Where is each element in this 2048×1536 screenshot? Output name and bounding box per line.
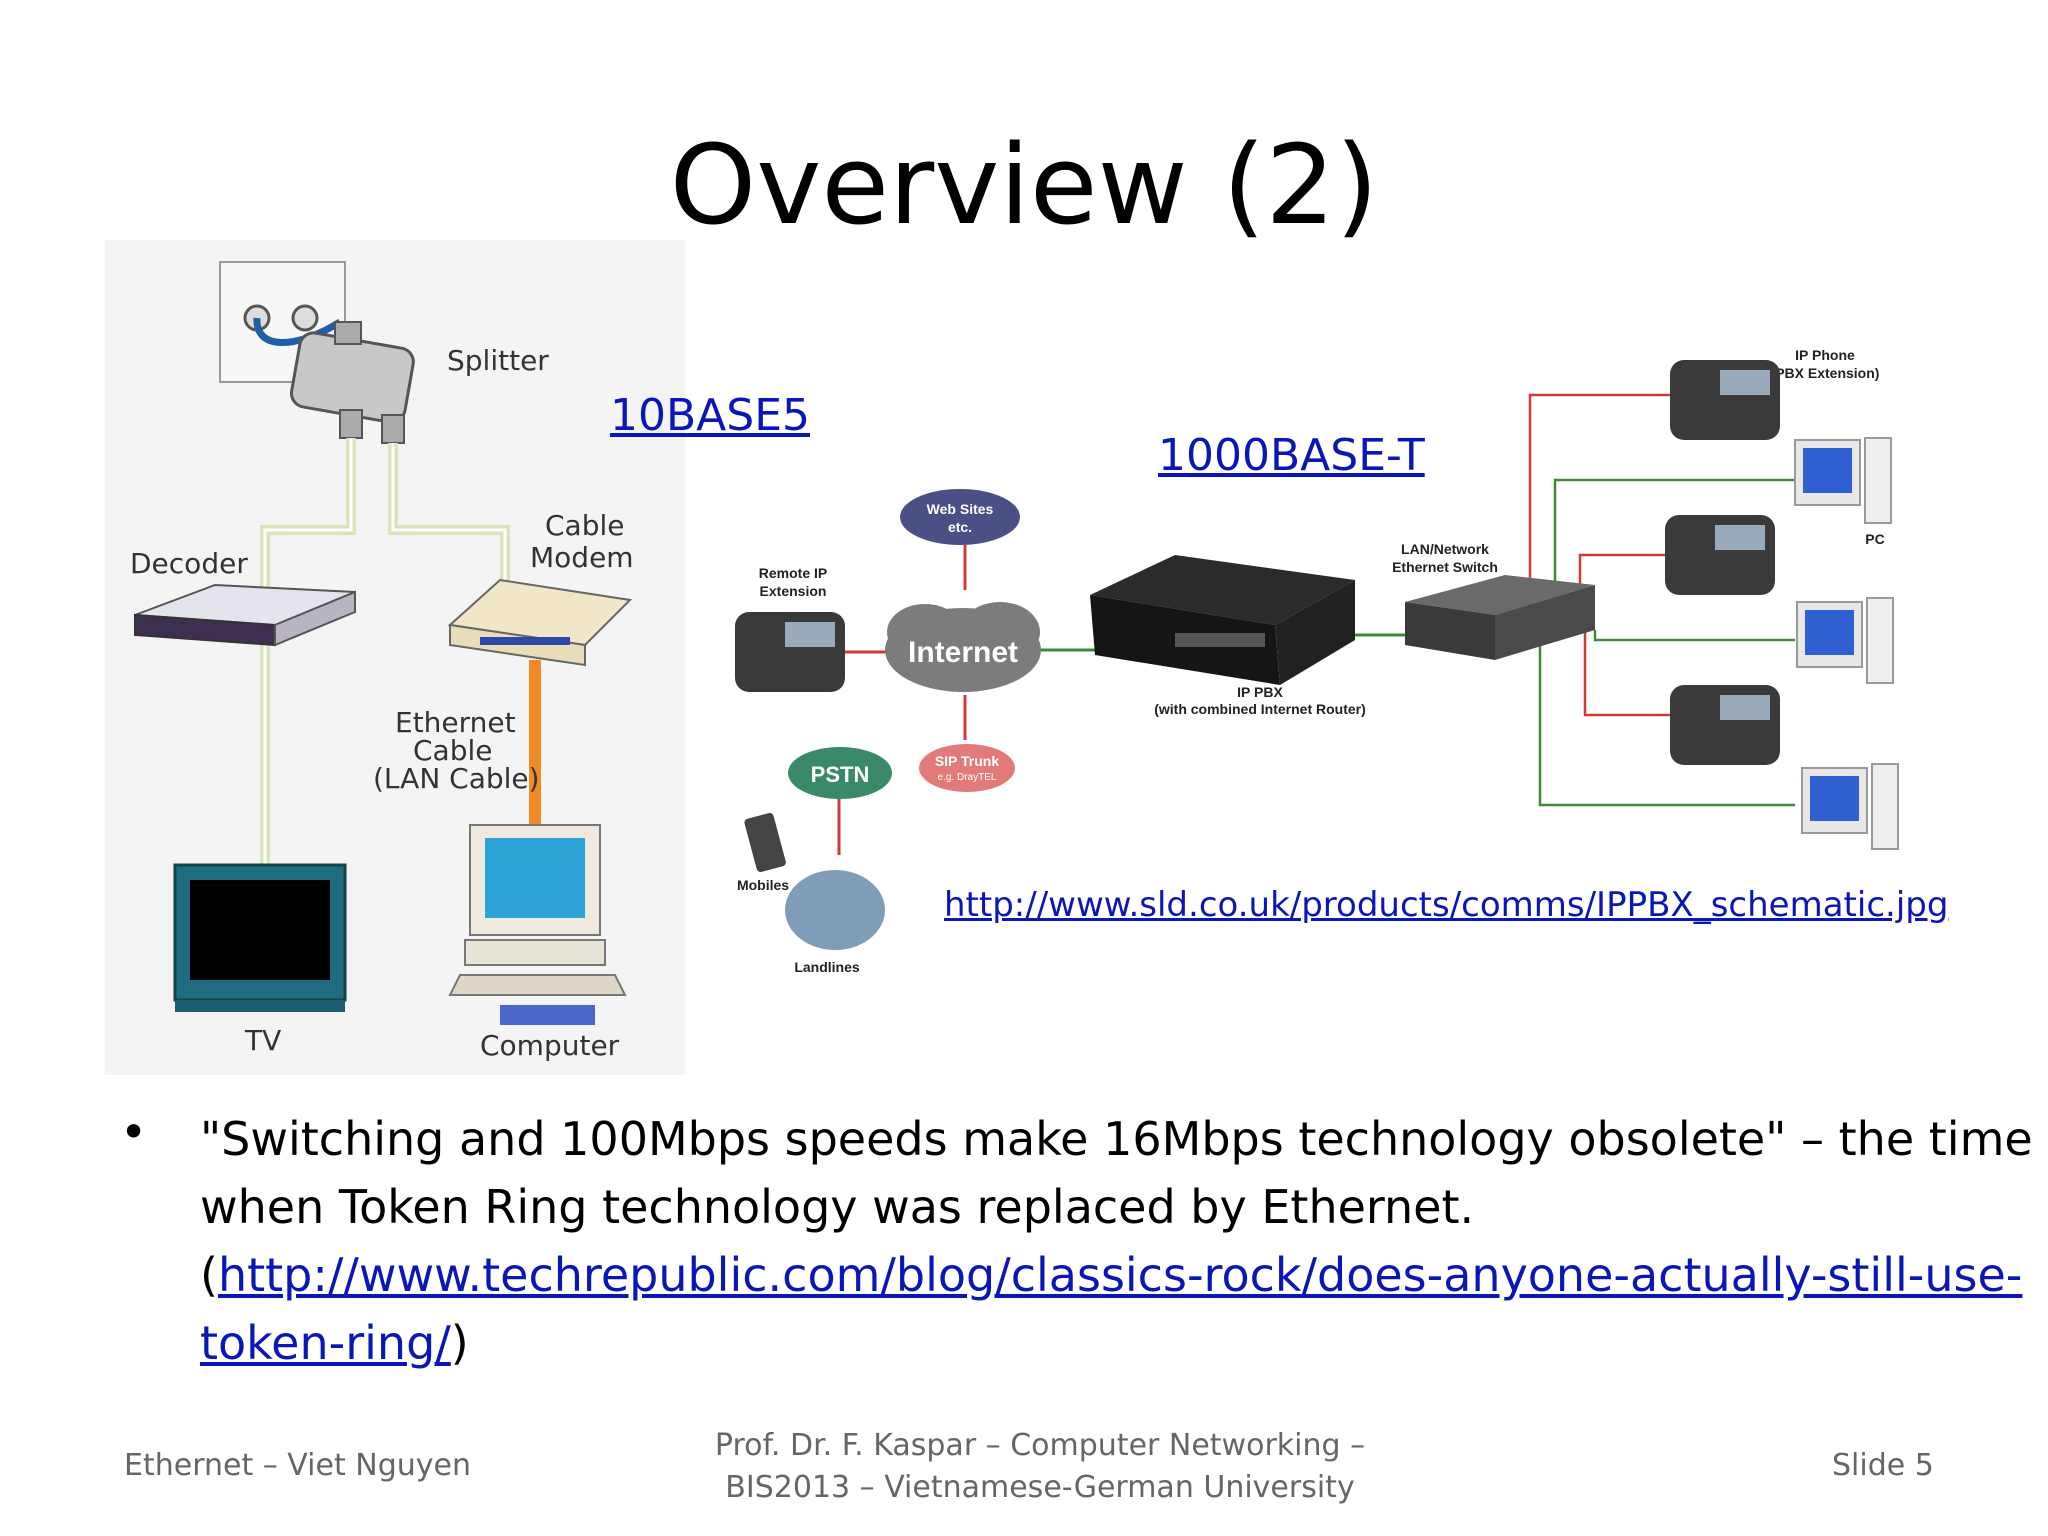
footer-center: Prof. Dr. F. Kaspar – Computer Networkin…: [640, 1425, 1440, 1509]
image-source-link[interactable]: http://www.sld.co.uk/products/comms/IPPB…: [944, 885, 1949, 925]
ip-pbx-icon: [1090, 555, 1355, 625]
bullet-text: "Switching and 100Mbps speeds make 16Mbp…: [200, 1105, 2048, 1377]
svg-text:Splitter: Splitter: [447, 344, 549, 377]
footer-center-line2: BIS2013 – Vietnamese-German University: [725, 1470, 1355, 1505]
svg-text:Ethernet: Ethernet: [395, 706, 516, 739]
svg-text:PC: PC: [1865, 531, 1884, 547]
svg-text:TV: TV: [244, 1024, 281, 1057]
techrepublic-link[interactable]: http://www.techrepublic.com/blog/classic…: [200, 1248, 2023, 1370]
svg-text:Internet: Internet: [908, 636, 1018, 669]
ip-pbx-schematic: Web Sites etc. Internet Remote IP Extens…: [715, 340, 1920, 1000]
footer-left: Ethernet – Viet Nguyen: [124, 1448, 471, 1483]
svg-text:Cable: Cable: [413, 734, 493, 767]
footer-center-line1: Prof. Dr. F. Kaspar – Computer Networkin…: [714, 1428, 1366, 1463]
svg-text:Ethernet Switch: Ethernet Switch: [1392, 559, 1498, 575]
web-sites-cloud: [900, 489, 1020, 545]
svg-text:Decoder: Decoder: [130, 547, 248, 580]
bullet-text-after: ): [450, 1316, 469, 1370]
svg-text:Cable: Cable: [545, 509, 625, 542]
svg-text:(with combined Internet Router: (with combined Internet Router): [1154, 701, 1366, 717]
slide-title: Overview (2): [669, 121, 1379, 249]
svg-text:Remote IP: Remote IP: [759, 565, 827, 581]
cable-modem-diagram: Splitter Decoder Cable Modem Ethernet Ca…: [105, 240, 685, 1075]
svg-text:Mobiles: Mobiles: [737, 877, 789, 893]
svg-text:Computer: Computer: [480, 1029, 620, 1062]
bullet-dot: •: [120, 1105, 148, 1159]
link-1000base-t[interactable]: 1000BASE-T: [1158, 430, 1425, 481]
svg-text:PSTN: PSTN: [811, 762, 870, 787]
svg-text:etc.: etc.: [948, 519, 972, 535]
ethernet-switch-icon: [1405, 575, 1595, 615]
bullet-text-before: "Switching and 100Mbps speeds make 16Mbp…: [200, 1112, 2033, 1302]
svg-text:e.g. DrayTEL: e.g. DrayTEL: [938, 772, 997, 783]
svg-text:IP PBX: IP PBX: [1237, 684, 1283, 700]
pstn-cloud: [788, 747, 892, 799]
svg-text:IP Phone: IP Phone: [1795, 347, 1855, 363]
svg-text:Landlines: Landlines: [794, 959, 860, 975]
svg-text:(PBX Extension): (PBX Extension): [1771, 365, 1880, 381]
svg-text:SIP Trunk: SIP Trunk: [935, 753, 1000, 769]
svg-text:LAN/Network: LAN/Network: [1401, 541, 1489, 557]
landline-icon: [785, 870, 885, 950]
mobile-icon: [744, 812, 786, 873]
link-10base5[interactable]: 10BASE5: [610, 390, 810, 441]
svg-text:Extension: Extension: [760, 583, 827, 599]
svg-text:Web Sites: Web Sites: [927, 501, 994, 517]
svg-text:(LAN Cable): (LAN Cable): [373, 762, 540, 795]
svg-text:Modem: Modem: [530, 541, 634, 574]
slide-number: Slide 5: [1832, 1448, 1934, 1483]
sip-trunk-cloud: [919, 744, 1015, 792]
